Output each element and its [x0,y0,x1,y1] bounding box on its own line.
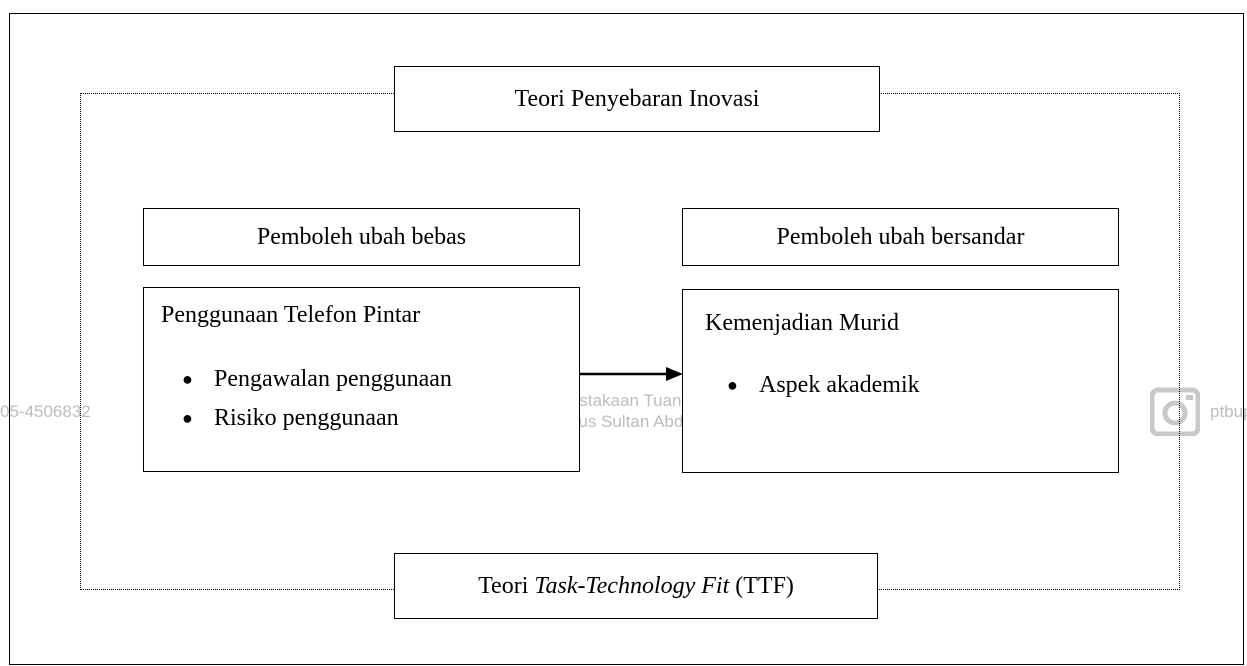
bullet-icon: ● [182,408,193,428]
bottom-theory-box: Teori Task-Technology Fit (TTF) [394,553,878,619]
bullet-icon: ● [727,375,738,395]
bullet-icon: ● [182,369,193,389]
dependent-variable-label-box: Pemboleh ubah bersandar [682,208,1119,266]
dependent-variable-label: Pemboleh ubah bersandar [776,223,1025,250]
bullet-text: Pengawalan penggunaan [214,366,452,392]
independent-bullet-list: ● Pengawalan penggunaan ● Risiko penggunaa… [182,360,452,438]
bottom-theory-suffix: (TTF) [729,572,794,599]
independent-variable-title: Penggunaan Telefon Pintar [161,302,421,328]
top-theory-box: Teori Penyebaran Inovasi [394,66,880,132]
list-item: ● Risiko penggunaan [182,399,452,438]
independent-variable-label-box: Pemboleh ubah bebas [143,208,580,266]
bullet-text: Risiko penggunaan [214,405,399,431]
dependent-bullet-list: ● Aspek akademik [727,366,920,405]
bottom-theory-prefix: Teori [478,572,535,599]
independent-variable-label: Pemboleh ubah bebas [256,223,467,250]
arrow-head-icon [666,367,683,381]
bottom-theory-label: Teori Task-Technology Fit (TTF) [478,573,794,600]
list-item: ● Pengawalan penggunaan [182,360,452,399]
top-theory-label: Teori Penyebaran Inovasi [514,85,760,112]
relationship-arrow [580,367,683,381]
dependent-variable-title: Kemenjadian Murid [705,310,899,336]
bottom-theory-italic: Task-Technology Fit [534,572,730,599]
independent-variable-box: Penggunaan Telefon Pintar ● Pengawalan pe… [143,287,580,472]
dependent-variable-box: Kemenjadian Murid ● Aspek akademik [682,289,1119,473]
bullet-text: Aspek akademik [759,372,920,398]
list-item: ● Aspek akademik [727,366,920,405]
